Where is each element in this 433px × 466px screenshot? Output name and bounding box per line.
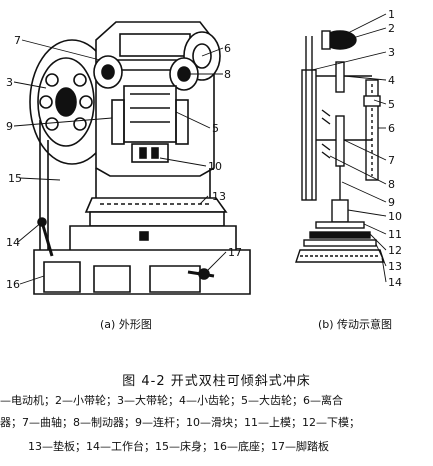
legend-line-2: 器；7—曲轴；8—制动器；9—连杆；10—滑块；11—上模；12—下模； xyxy=(0,416,360,429)
backing-plate xyxy=(303,239,377,247)
figure-title: 图 4-2 开式双柱可倾斜式冲床 xyxy=(122,374,311,389)
left-callout-5: 5 xyxy=(212,122,219,135)
right-callout-6: 6 xyxy=(388,122,395,135)
left-sub-caption: (a) 外形图 xyxy=(100,318,152,331)
transmission-schematic xyxy=(295,30,385,263)
slide-schematic xyxy=(331,199,349,223)
right-callout-5: 5 xyxy=(388,98,395,111)
right-sub-caption: (b) 传动示意图 xyxy=(318,318,393,331)
right-callout-11: 11 xyxy=(388,228,402,241)
small-gear xyxy=(335,61,345,93)
press-external-view xyxy=(29,21,251,295)
right-callout-7: 7 xyxy=(388,154,395,167)
right-callout-3: 3 xyxy=(388,46,395,59)
big-gear xyxy=(335,115,345,167)
clutch-housing xyxy=(365,79,379,181)
left-callout-7: 7 xyxy=(14,34,21,47)
left-callout-labels: 7 6 3 8 9 5 10 15 13 14 16 17 xyxy=(6,34,242,291)
right-callout-2: 2 xyxy=(388,22,395,35)
right-callout-14: 14 xyxy=(388,276,402,289)
right-callout-4: 4 xyxy=(388,74,395,87)
legend-line-3: 13—垫板；14—工作台；15—床身；16—底座；17—脚踏板 xyxy=(28,440,329,453)
lower-die xyxy=(309,231,371,239)
right-callout-8: 8 xyxy=(388,178,395,191)
left-callout-14: 14 xyxy=(6,236,20,249)
left-callout-8: 8 xyxy=(224,68,231,81)
left-callout-16: 16 xyxy=(6,278,20,291)
left-callout-15: 15 xyxy=(8,172,22,185)
left-callout-13: 13 xyxy=(212,190,226,203)
worktable xyxy=(84,197,228,213)
right-callout-9: 9 xyxy=(388,196,395,209)
left-callout-17: 17 xyxy=(228,246,242,259)
left-callout-6: 6 xyxy=(224,42,231,55)
upper-die xyxy=(315,221,365,229)
left-callout-10: 10 xyxy=(208,160,222,173)
right-callout-1: 1 xyxy=(388,8,395,21)
right-callout-13: 13 xyxy=(388,260,402,273)
right-callout-10: 10 xyxy=(388,210,402,223)
legend-line-1: —电动机；2—小带轮；3—大带轮；4—小齿轮；5—大齿轮；6—离合 xyxy=(0,394,343,407)
right-callout-12: 12 xyxy=(388,244,402,257)
left-callout-9: 9 xyxy=(6,120,13,133)
slide-block xyxy=(131,143,169,163)
left-callout-3: 3 xyxy=(6,76,13,89)
